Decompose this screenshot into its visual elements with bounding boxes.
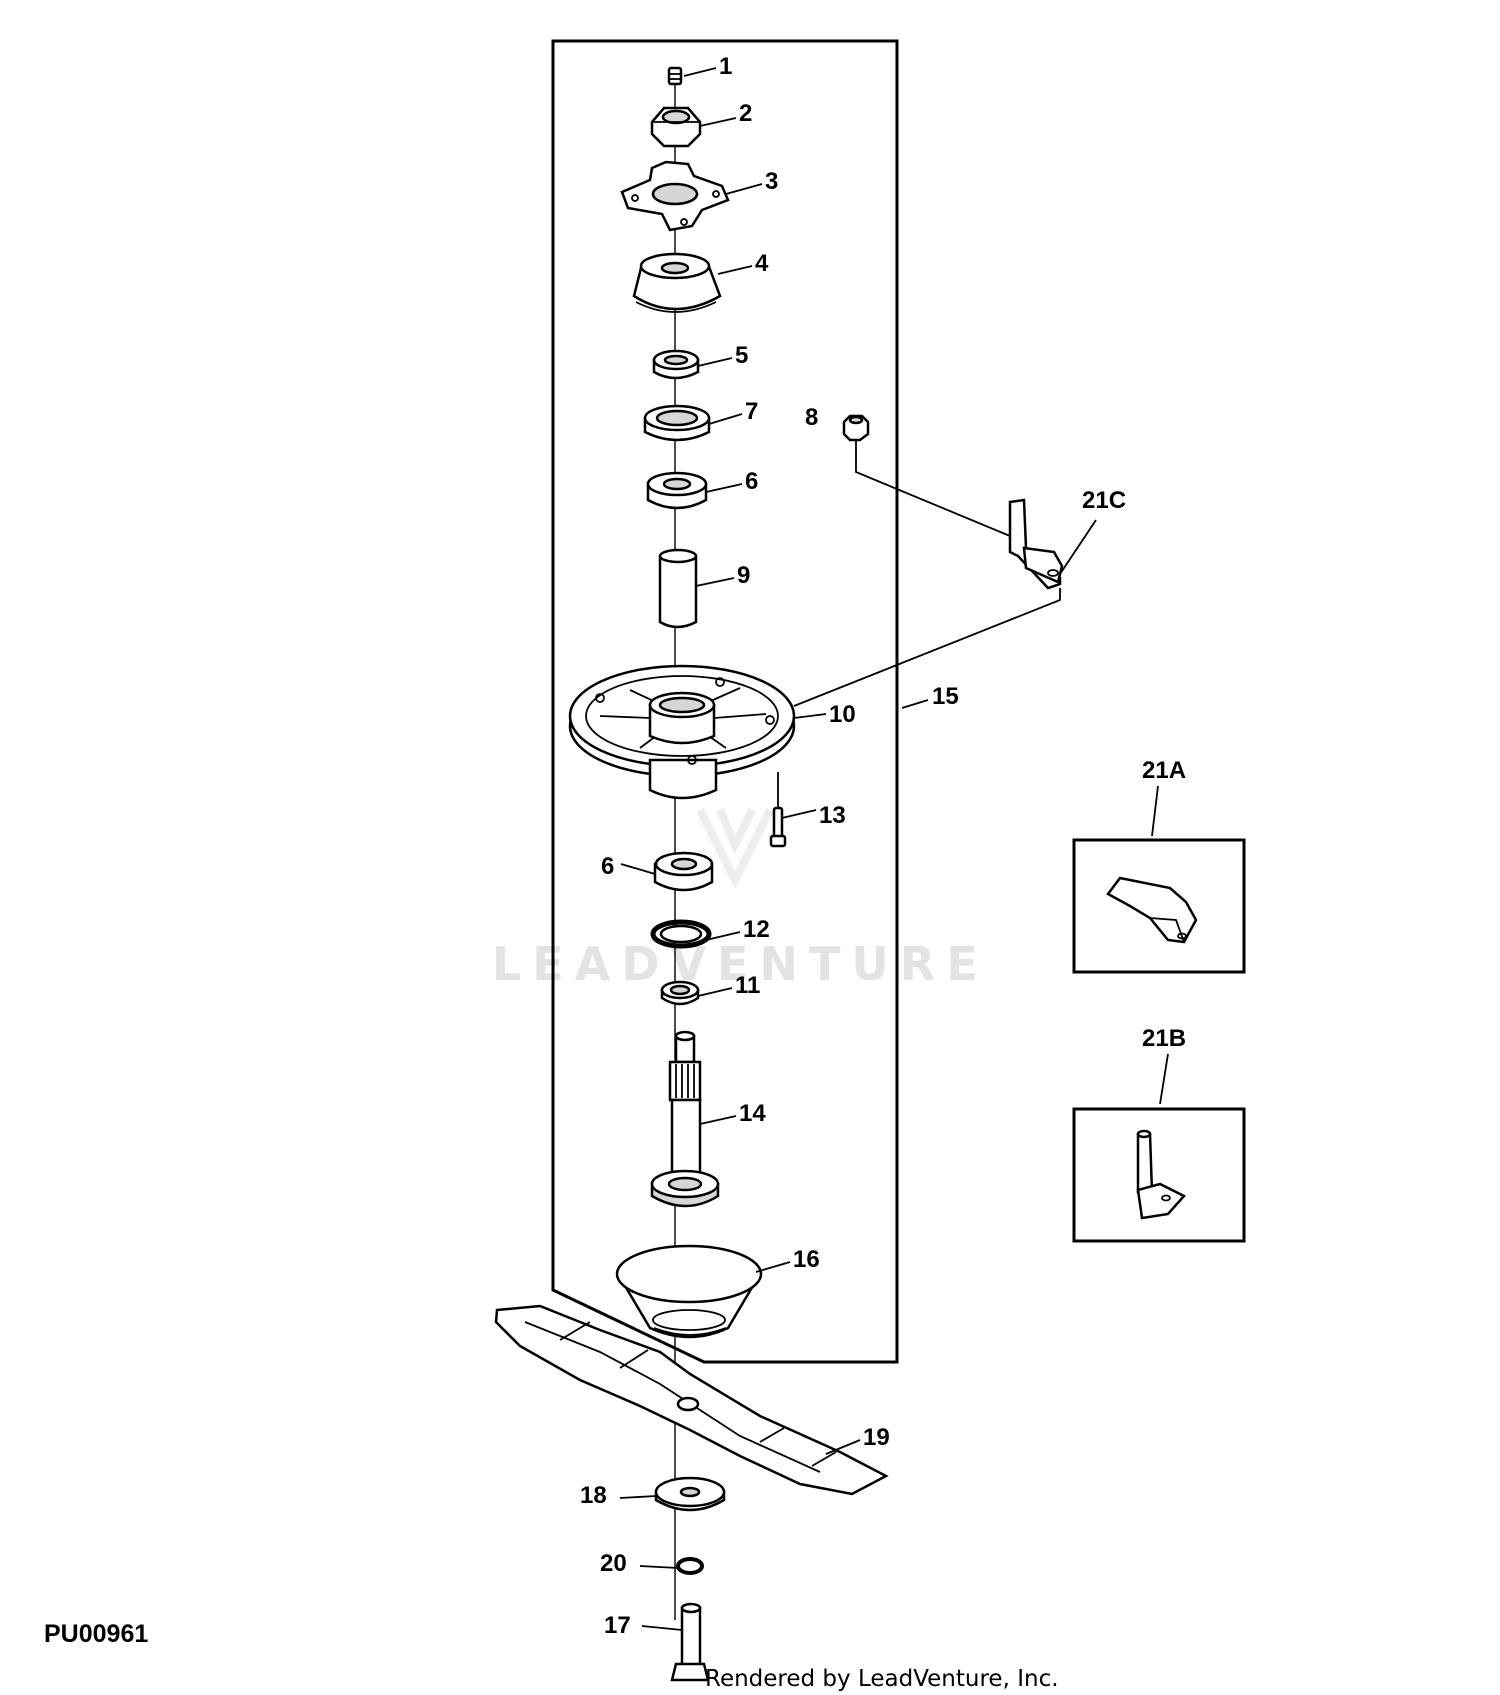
callout-8: 8	[805, 404, 818, 431]
blade-stop-bracket-21c	[1008, 498, 1064, 590]
callout-1: 1	[719, 53, 732, 80]
callout-3: 3	[765, 168, 778, 195]
grease-fitting	[667, 66, 683, 86]
spindle-housing	[568, 664, 796, 800]
callout-21b: 21B	[1142, 1025, 1186, 1052]
callout-21a: 21A	[1142, 757, 1186, 784]
callout-2: 2	[739, 100, 752, 127]
callout-17: 17	[604, 1612, 631, 1639]
callout-9: 9	[737, 562, 750, 589]
spindle-shaft	[650, 1030, 720, 1208]
bearing-lower	[653, 851, 714, 892]
callout-21c: 21C	[1082, 487, 1126, 514]
bracket-nut	[842, 414, 870, 442]
callout-13: 13	[819, 802, 846, 829]
callout-19: 19	[863, 1424, 890, 1451]
hex-nut	[650, 106, 702, 148]
callout-20: 20	[600, 1550, 627, 1577]
callout-11: 11	[735, 972, 760, 999]
callout-14: 14	[739, 1100, 766, 1127]
watermark: LEADVENTURE	[492, 808, 978, 991]
spacer-tube	[658, 548, 698, 629]
callout-5: 5	[735, 342, 748, 369]
snap-ring	[650, 919, 712, 949]
spacer-ring	[660, 980, 700, 1006]
blade-washer	[654, 1476, 726, 1512]
bearing-upper	[646, 471, 708, 510]
watermark-logo	[696, 808, 774, 889]
bearing-top	[652, 349, 700, 380]
pulley-hub	[620, 160, 730, 232]
callout-15: 15	[932, 683, 959, 710]
callout-6a: 6	[745, 468, 758, 495]
cone-cup	[615, 1244, 763, 1339]
callouts: 1 2 3 4 5 7 8 6 21C 9 15 10 21A 13 6 12 …	[580, 53, 1186, 1639]
blade-bolt	[670, 1602, 710, 1682]
mower-blade	[494, 1304, 889, 1496]
callout-4: 4	[755, 250, 769, 277]
spindle-cap	[632, 252, 722, 313]
inset-21b	[1072, 1107, 1246, 1243]
callout-10: 10	[829, 701, 856, 728]
callout-18: 18	[580, 1482, 607, 1509]
leader-lines	[619, 67, 1169, 1631]
drawing-code: PU00961	[44, 1620, 148, 1648]
callout-6b: 6	[601, 853, 614, 880]
assembly-frame	[551, 39, 899, 1364]
housing-bolt	[769, 772, 787, 848]
callout-16: 16	[793, 1246, 820, 1273]
callout-12: 12	[743, 916, 770, 943]
lock-washer	[676, 1557, 704, 1575]
seal-ring	[643, 404, 711, 442]
callout-7: 7	[745, 398, 758, 425]
footer-credit: Rendered by LeadVenture, Inc.	[705, 1666, 1059, 1692]
inset-21a	[1072, 838, 1246, 974]
